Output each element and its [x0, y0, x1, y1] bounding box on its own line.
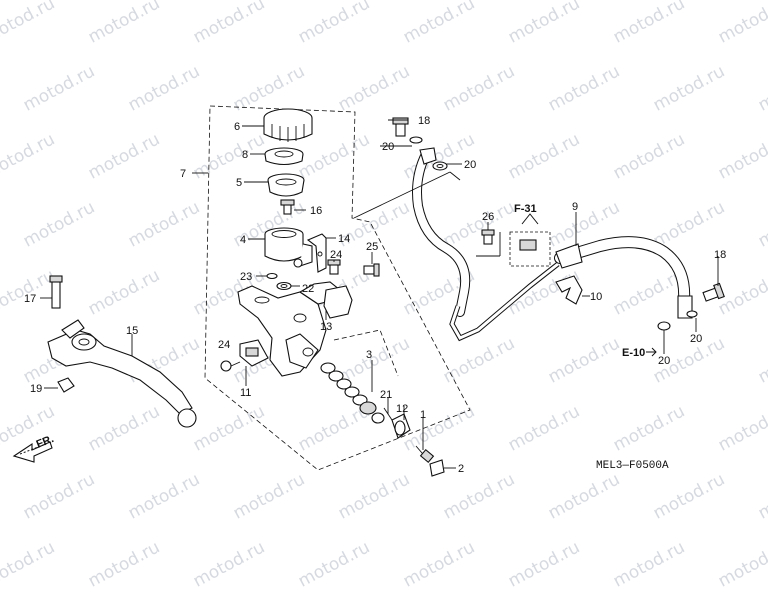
push-rod: [415, 418, 445, 477]
screw-24-right: [327, 259, 341, 275]
reservoir-body: [264, 227, 313, 268]
callout-labels: 6 8 5 7 16 4 14 23 22 24 25 13 24 11 3 2…: [24, 115, 726, 475]
leader-lines: [131, 119, 719, 469]
callout-21: 21: [380, 389, 392, 401]
callout-18-right: 18: [714, 249, 726, 261]
callout-17: 17: [24, 293, 36, 305]
drawing-code: MEL3—F0500A: [596, 460, 669, 472]
callout-16: 16: [310, 205, 322, 217]
callout-18-top: 18: [418, 115, 430, 127]
callout-20-right: 20: [690, 333, 702, 345]
callout-2: 2: [458, 463, 464, 475]
reservoir-plate: [264, 147, 304, 166]
master-cylinder-body: [237, 281, 353, 377]
callout-20-low: 20: [658, 355, 670, 367]
brake-lever: [47, 319, 197, 428]
bolt-26: [481, 229, 495, 245]
callout-20-mid: 20: [464, 159, 476, 171]
boot-and-rod: [383, 407, 411, 439]
callout-4: 4: [240, 234, 246, 246]
callout-6: 6: [234, 121, 240, 133]
bolt-25: [363, 263, 380, 277]
washers-22-23: [266, 272, 292, 291]
e10-arrow-icon: [646, 347, 657, 357]
callout-3: 3: [366, 349, 372, 361]
ref-e10-label: E-10: [622, 347, 645, 359]
ref-f31-label: F-31: [514, 203, 537, 215]
hose-clamp: [555, 275, 583, 305]
callout-1: 1: [420, 409, 426, 421]
callout-7: 7: [180, 168, 186, 180]
oil-bolt-18-right: [657, 282, 725, 331]
callout-25: 25: [366, 241, 378, 253]
parts-diagram: 6 8 5 7 16 4 14 23 22 24 25 13 24 11 3 2…: [12, 105, 726, 477]
callout-14: 14: [338, 233, 350, 245]
f31-reference-box: [509, 213, 551, 267]
callout-26: 26: [482, 211, 494, 223]
callout-15: 15: [126, 325, 138, 337]
reservoir-cap: [263, 108, 313, 142]
assembly-boundary: [192, 105, 471, 471]
callout-12: 12: [396, 403, 408, 415]
callout-5: 5: [236, 177, 242, 189]
callout-23: 23: [240, 271, 252, 283]
nut-19: [44, 377, 75, 393]
callout-8: 8: [242, 149, 248, 161]
oil-bolt-18-top: [392, 117, 448, 171]
piston-set: [320, 329, 399, 424]
callout-20-top: 20: [382, 141, 394, 153]
callout-24-left: 24: [218, 339, 230, 351]
callout-10: 10: [590, 291, 602, 303]
diaphragm: [267, 173, 305, 197]
callout-22: 22: [302, 283, 314, 295]
screw-24-left: [220, 360, 241, 372]
pivot-bolt-17: [40, 275, 63, 309]
brake-hose: [412, 147, 693, 342]
bolt-16: [280, 199, 306, 215]
callout-9: 9: [572, 201, 578, 213]
brake-switch: [239, 339, 269, 367]
callout-11: 11: [240, 387, 251, 399]
front-arrow-icon: [12, 441, 53, 463]
callout-13: 13: [320, 321, 332, 333]
callout-19: 19: [30, 383, 42, 395]
stay-bracket: [306, 233, 327, 273]
callout-24-right: 24: [330, 249, 342, 261]
